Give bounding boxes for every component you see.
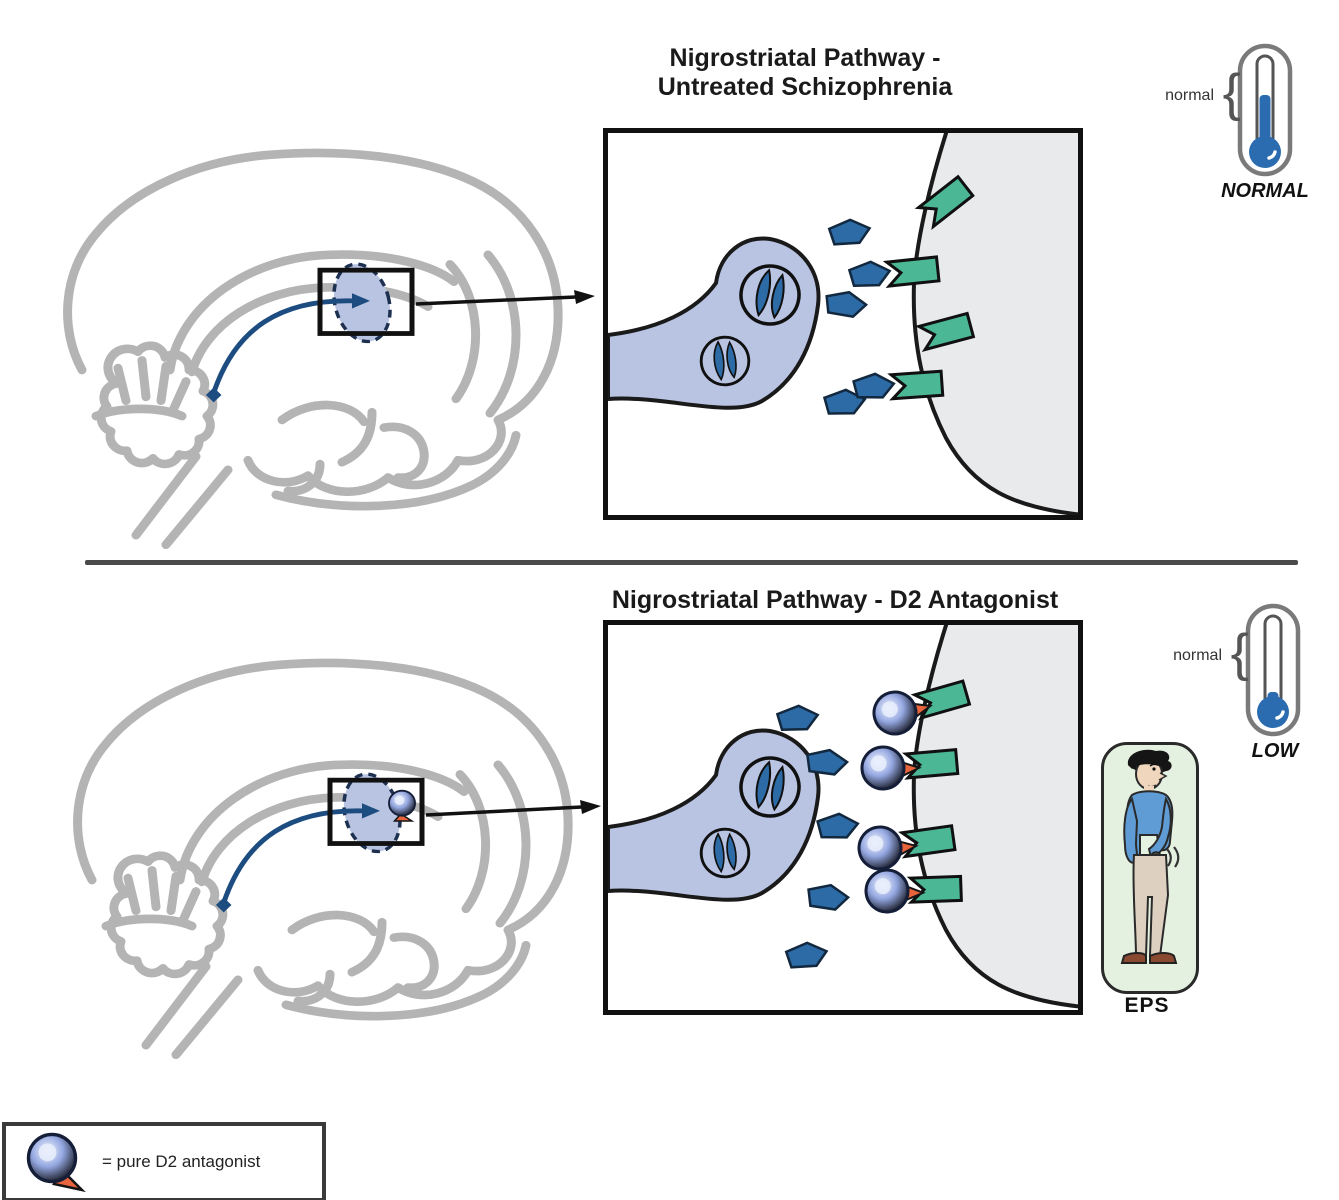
normal-range-brace: { xyxy=(1223,64,1241,122)
d2-antagonist-mini-icon xyxy=(388,789,416,822)
top-title-line2: Untreated Schizophrenia xyxy=(657,73,953,101)
dopamine-icon xyxy=(806,882,851,912)
postsynaptic-neuron xyxy=(608,133,1078,515)
eps-patient-figure xyxy=(1120,749,1180,964)
dopamine-icon xyxy=(815,811,860,841)
synapse-panel-untreated xyxy=(603,128,1083,520)
dopamine-icon xyxy=(823,289,869,319)
top-panel-title: Nigrostriatal Pathway - Untreated Schizo… xyxy=(560,44,1050,102)
dopamine-level-status: LOW xyxy=(1251,740,1299,762)
thermometer-low-icon: { normal xyxy=(1173,603,1301,737)
top-title-line1: Nigrostriatal Pathway - xyxy=(669,44,941,72)
bottom-panel-title: Nigrostriatal Pathway - D2 Antagonist xyxy=(611,586,1059,614)
brain-sagittal-untreated xyxy=(20,82,580,562)
zoom-arrow-bottom xyxy=(425,800,601,817)
thermometer-range-label: normal xyxy=(1173,647,1222,664)
zoom-arrow-top xyxy=(415,290,595,306)
eps-label: EPS xyxy=(1124,994,1170,1017)
dopamine-icon xyxy=(805,747,849,777)
synapse-panel-d2-antagonist xyxy=(603,620,1083,1015)
dopamine-icon xyxy=(827,216,873,248)
section-divider xyxy=(85,560,1298,565)
normal-range-brace: { xyxy=(1231,624,1249,682)
legend-box: = pure D2 antagonist xyxy=(2,1122,326,1200)
brain-sagittal-d2-antagonist xyxy=(30,592,590,1072)
dopamine-icon xyxy=(775,702,821,734)
d2-antagonist-icon xyxy=(26,1132,86,1193)
eps-figure-panel xyxy=(1101,742,1199,994)
thermometer-range-label: normal xyxy=(1165,87,1214,104)
legend-label: = pure D2 antagonist xyxy=(102,1152,261,1171)
dopamine-level-status: NORMAL xyxy=(1221,180,1309,202)
dopamine-icon xyxy=(784,939,830,971)
dopamine-bound-receptor-icon xyxy=(853,369,943,401)
thermometer-normal-icon: { normal xyxy=(1165,43,1293,177)
